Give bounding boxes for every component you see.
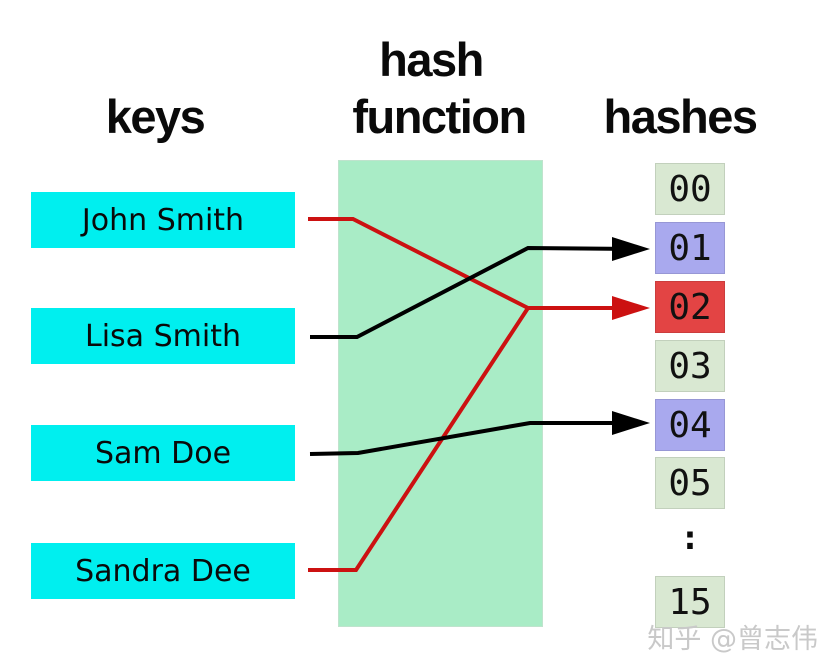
hash-function-box (338, 160, 543, 627)
hash-cell-01: 01 (655, 222, 725, 274)
key-box-sam-doe: Sam Doe (31, 425, 295, 481)
hash-cell-04: 04 (655, 399, 725, 451)
key-box-john-smith: John Smith (31, 192, 295, 248)
hash-cell-label: 04 (668, 404, 712, 446)
hash-cell-15: 15 (655, 576, 725, 628)
hash-cell-00: 00 (655, 163, 725, 215)
keys-column-title: keys (105, 90, 206, 143)
hash-cell-02: 02 (655, 281, 725, 333)
watermark-text: 知乎 @曾志伟 (647, 624, 818, 655)
key-label: Sandra Dee (75, 553, 251, 589)
key-box-sandra-dee: Sandra Dee (31, 543, 295, 599)
hashes-column-title: hashes (603, 90, 758, 143)
hash-cell-label: 01 (668, 227, 712, 269)
hash-cell-label: 05 (668, 462, 712, 504)
key-box-lisa-smith: Lisa Smith (31, 308, 295, 364)
key-label: Sam Doe (94, 435, 232, 471)
hash-cells-ellipsis: : (679, 518, 701, 558)
hash-function-title-line2: function (352, 90, 527, 143)
hash-cell-label: 15 (668, 581, 712, 623)
hash-cell-label: 00 (668, 168, 712, 210)
hash-cell-05: 05 (655, 457, 725, 509)
hash-cell-label: 02 (668, 286, 712, 328)
key-label: John Smith (81, 202, 245, 238)
arrowhead-red-02 (612, 296, 650, 320)
arrowhead-black-01 (612, 237, 650, 261)
key-label: Lisa Smith (85, 318, 241, 354)
arrowhead-black-04 (612, 411, 650, 435)
hash-cell-label: 03 (668, 345, 712, 387)
hash-cell-03: 03 (655, 340, 725, 392)
hash-function-title-line1: hash (379, 33, 484, 86)
